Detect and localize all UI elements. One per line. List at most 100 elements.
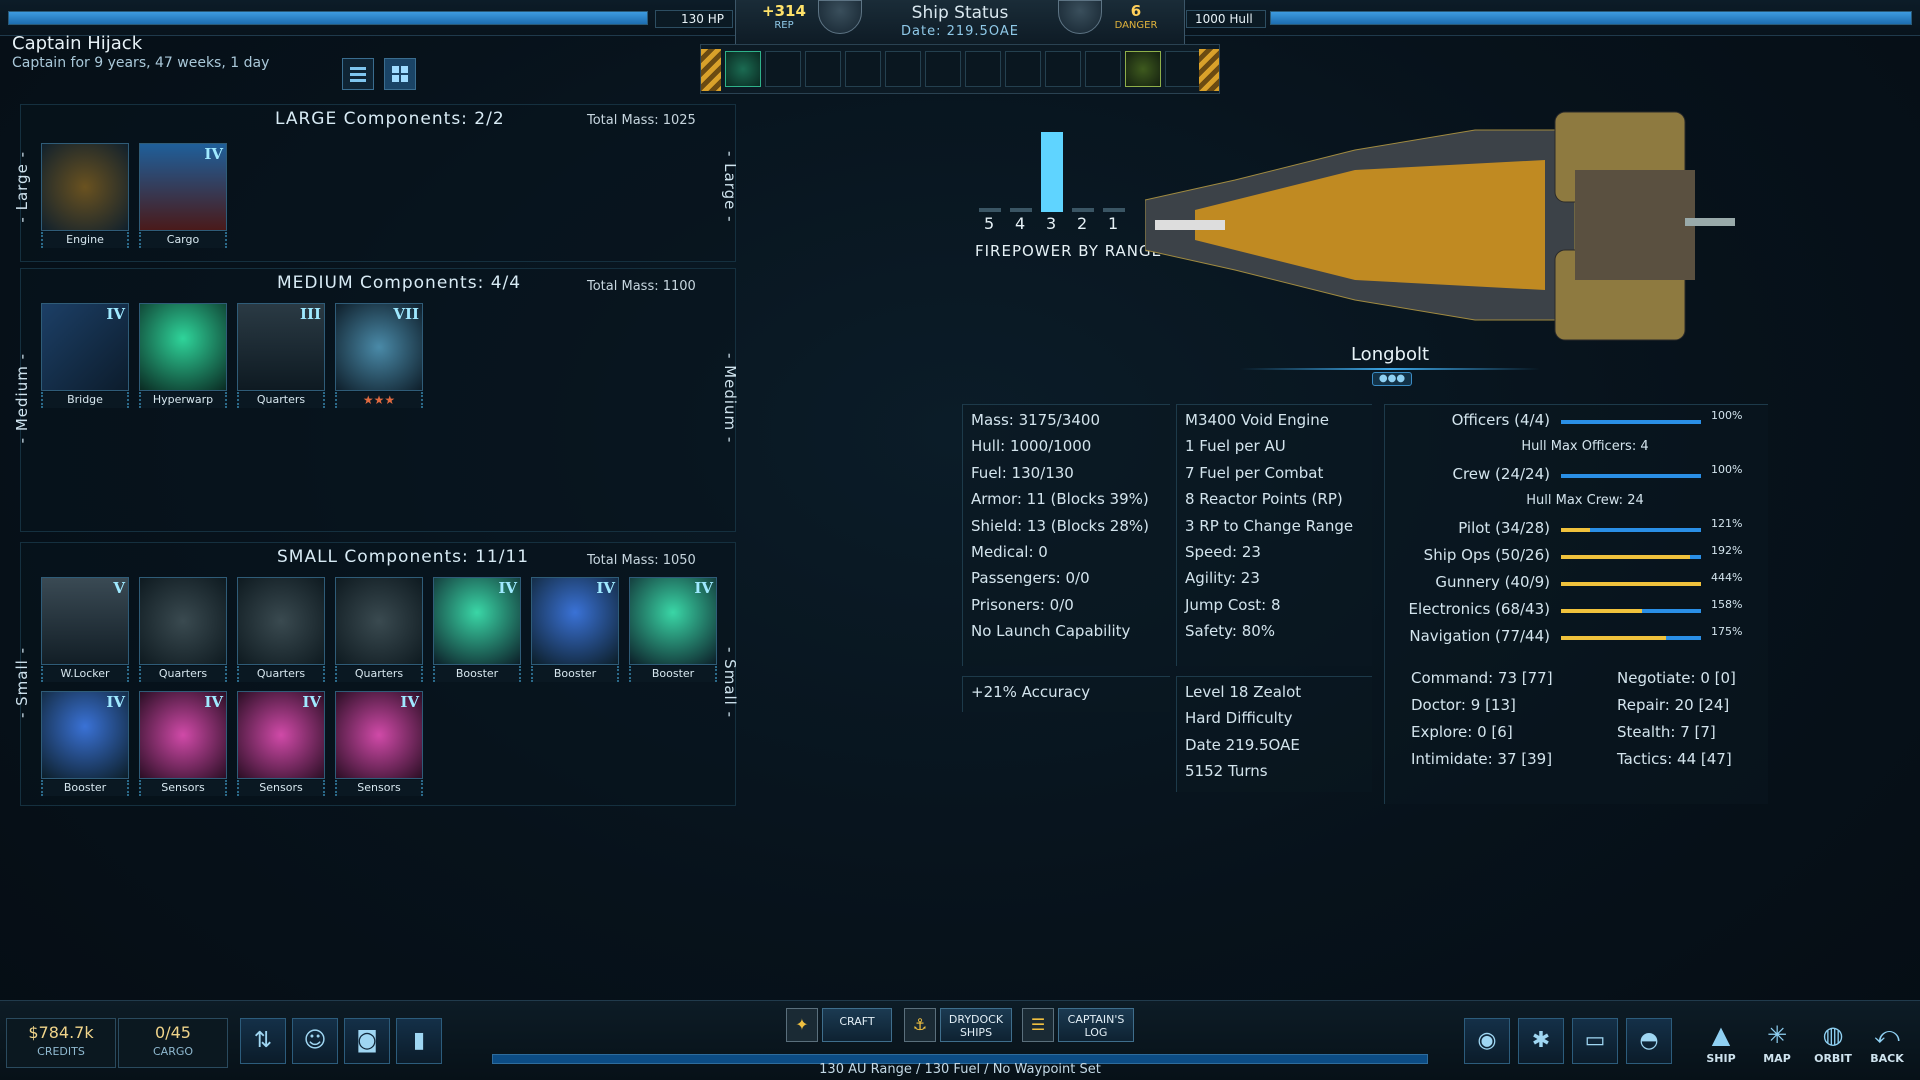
cargo-display[interactable]: 0/45 CARGO	[118, 1018, 228, 1068]
armor-button[interactable]: ▮	[396, 1018, 442, 1064]
grid-view-button[interactable]	[384, 58, 416, 90]
effect-slot-icon[interactable]	[725, 51, 761, 87]
medium-title: MEDIUM Components: 4/4	[277, 273, 522, 293]
tier-badge: IV	[204, 145, 223, 163]
component-sensors[interactable]: IV Sensors	[335, 691, 423, 797]
attribute-line: Doctor: 9 [13]	[1411, 696, 1516, 714]
small-side-label-right: - Small -	[721, 647, 739, 719]
captain-name: Captain Hijack	[12, 33, 143, 54]
component-booster[interactable]: IV Booster	[433, 577, 521, 683]
firepower-range-label: 1	[1108, 214, 1119, 233]
effect-slot	[885, 51, 921, 87]
component-label	[335, 392, 423, 408]
skill-pct: 192%	[1711, 544, 1743, 557]
component-sensors[interactable]: IV Sensors	[237, 691, 325, 797]
firepower-base	[1010, 208, 1032, 212]
crew-transfer-button[interactable]: ⇅	[240, 1018, 286, 1064]
comms-button[interactable]: ◙	[344, 1018, 390, 1064]
rep-shield-icon	[818, 0, 862, 34]
ship-nav-button[interactable]: ▲ SHIP	[1696, 1016, 1746, 1078]
rarity-stars: ★★★	[362, 393, 396, 407]
stat-line: 5152 Turns	[1185, 762, 1268, 781]
stat-line: Jump Cost: 8	[1185, 595, 1281, 614]
list-view-button[interactable]	[342, 58, 374, 90]
component-booster[interactable]: IV Booster	[531, 577, 619, 683]
messages-button[interactable]: ▭	[1572, 1018, 1618, 1064]
stat-line: No Launch Capability	[971, 622, 1131, 641]
stat-line: Medical: 0	[971, 543, 1048, 561]
component-booster[interactable]: IV Booster	[41, 691, 129, 797]
attribute-line: Explore: 0 [6]	[1411, 723, 1513, 741]
effect-slot-rank-icon[interactable]	[1125, 51, 1161, 87]
stat-line: Safety: 80%	[1185, 622, 1276, 641]
log-icon[interactable]: ☰	[1022, 1008, 1054, 1042]
skills-button[interactable]: ✱	[1518, 1018, 1564, 1064]
component-engine[interactable]: Engine	[41, 143, 129, 249]
crew-bar	[1561, 474, 1701, 478]
skill-label: Gunnery (40/9)	[1435, 573, 1550, 591]
stat-line: 7 Fuel per Combat	[1185, 463, 1324, 482]
hp-bar-fill	[9, 12, 647, 24]
captains-log-button[interactable]: CAPTAIN'S LOG	[1058, 1008, 1134, 1042]
route-status: 130 AU Range / 130 Fuel / No Waypoint Se…	[819, 1062, 1101, 1077]
back-nav-button[interactable]: ⤺ BACK	[1862, 1016, 1912, 1078]
component-quarters[interactable]: Quarters	[335, 577, 423, 683]
component-booster[interactable]: IV Booster	[629, 577, 717, 683]
rep-indicator[interactable]: +314 REP	[754, 2, 814, 31]
hull-max-crew: Hull Max Crew: 24	[1526, 493, 1644, 508]
credits-display[interactable]: $784.7k CREDITS	[6, 1018, 116, 1068]
anchor-icon[interactable]: ⚓	[904, 1008, 936, 1042]
ship-name: Longbolt	[1350, 344, 1430, 365]
helmet-button[interactable]: ◓	[1626, 1018, 1672, 1064]
sensors-icon	[237, 691, 325, 779]
danger-indicator[interactable]: 6 DANGER	[1106, 2, 1166, 31]
component-quarters[interactable]: Quarters	[237, 577, 325, 683]
small-side-label-left: - Small -	[13, 647, 31, 719]
booster-icon	[629, 577, 717, 665]
orbit-nav-button[interactable]: ◍ ORBIT	[1808, 1016, 1858, 1078]
component-cargo[interactable]: IV Cargo	[139, 143, 227, 249]
orbit-icon: ◍	[1822, 1021, 1844, 1049]
weapons-locker-icon	[41, 577, 129, 665]
skill-pct: 121%	[1711, 517, 1743, 530]
accuracy-bonus: +21% Accuracy	[971, 683, 1091, 701]
component-quarters[interactable]: Quarters	[139, 577, 227, 683]
skill-bar	[1561, 609, 1701, 613]
component-wlocker[interactable]: V W.Locker	[41, 577, 129, 683]
component-hyperwarp[interactable]: Hyperwarp	[139, 303, 227, 409]
stat-line: 8 Reactor Points (RP)	[1185, 490, 1343, 509]
map-nav-button[interactable]: ✳ MAP	[1752, 1016, 1802, 1078]
stat-line: Prisoners: 0/0	[971, 595, 1074, 614]
component-label: Booster	[531, 666, 619, 682]
component-label: Booster	[629, 666, 717, 682]
component-label: Sensors	[335, 780, 423, 796]
character-button[interactable]: ◉	[1464, 1018, 1510, 1064]
component-sensors[interactable]: IV Sensors	[139, 691, 227, 797]
weapon-icon	[335, 303, 423, 391]
tier-badge: IV	[498, 579, 517, 597]
skill-label: Ship Ops (50/26)	[1423, 546, 1550, 564]
cargo-label: CARGO	[152, 1045, 194, 1058]
route-bar	[492, 1054, 1428, 1064]
component-bridge[interactable]: IV Bridge	[41, 303, 129, 409]
component-weapon[interactable]: VII ★★★	[335, 303, 423, 409]
attribute-line: Stealth: 7 [7]	[1617, 723, 1716, 741]
quarters-icon	[237, 577, 325, 665]
skill-label: Navigation (77/44)	[1409, 627, 1550, 645]
stat-line: Speed: 23	[1185, 543, 1261, 561]
craft-button[interactable]: CRAFT	[822, 1008, 892, 1042]
component-label: Booster	[41, 780, 129, 796]
craft-icon[interactable]: ✦	[786, 1008, 818, 1042]
component-quarters[interactable]: III Quarters	[237, 303, 325, 409]
crew-button[interactable]: ☺	[292, 1018, 338, 1064]
tier-badge: III	[299, 305, 321, 323]
medium-components-panel: MEDIUM Components: 4/4 Total Mass: 1100 …	[13, 268, 739, 532]
component-label: Bridge	[41, 392, 129, 408]
ship-variant-dots-icon[interactable]: ●●●	[1372, 372, 1412, 386]
ship-status-header: +314 REP Ship Status Date: 219.5OAE 6 DA…	[735, 0, 1185, 48]
quarters-icon	[335, 577, 423, 665]
firepower-bar	[1041, 132, 1063, 212]
shield-icon: ▮	[412, 1028, 426, 1053]
drydock-ships-button[interactable]: DRYDOCK SHIPS	[940, 1008, 1012, 1042]
skill-bar	[1561, 528, 1701, 532]
